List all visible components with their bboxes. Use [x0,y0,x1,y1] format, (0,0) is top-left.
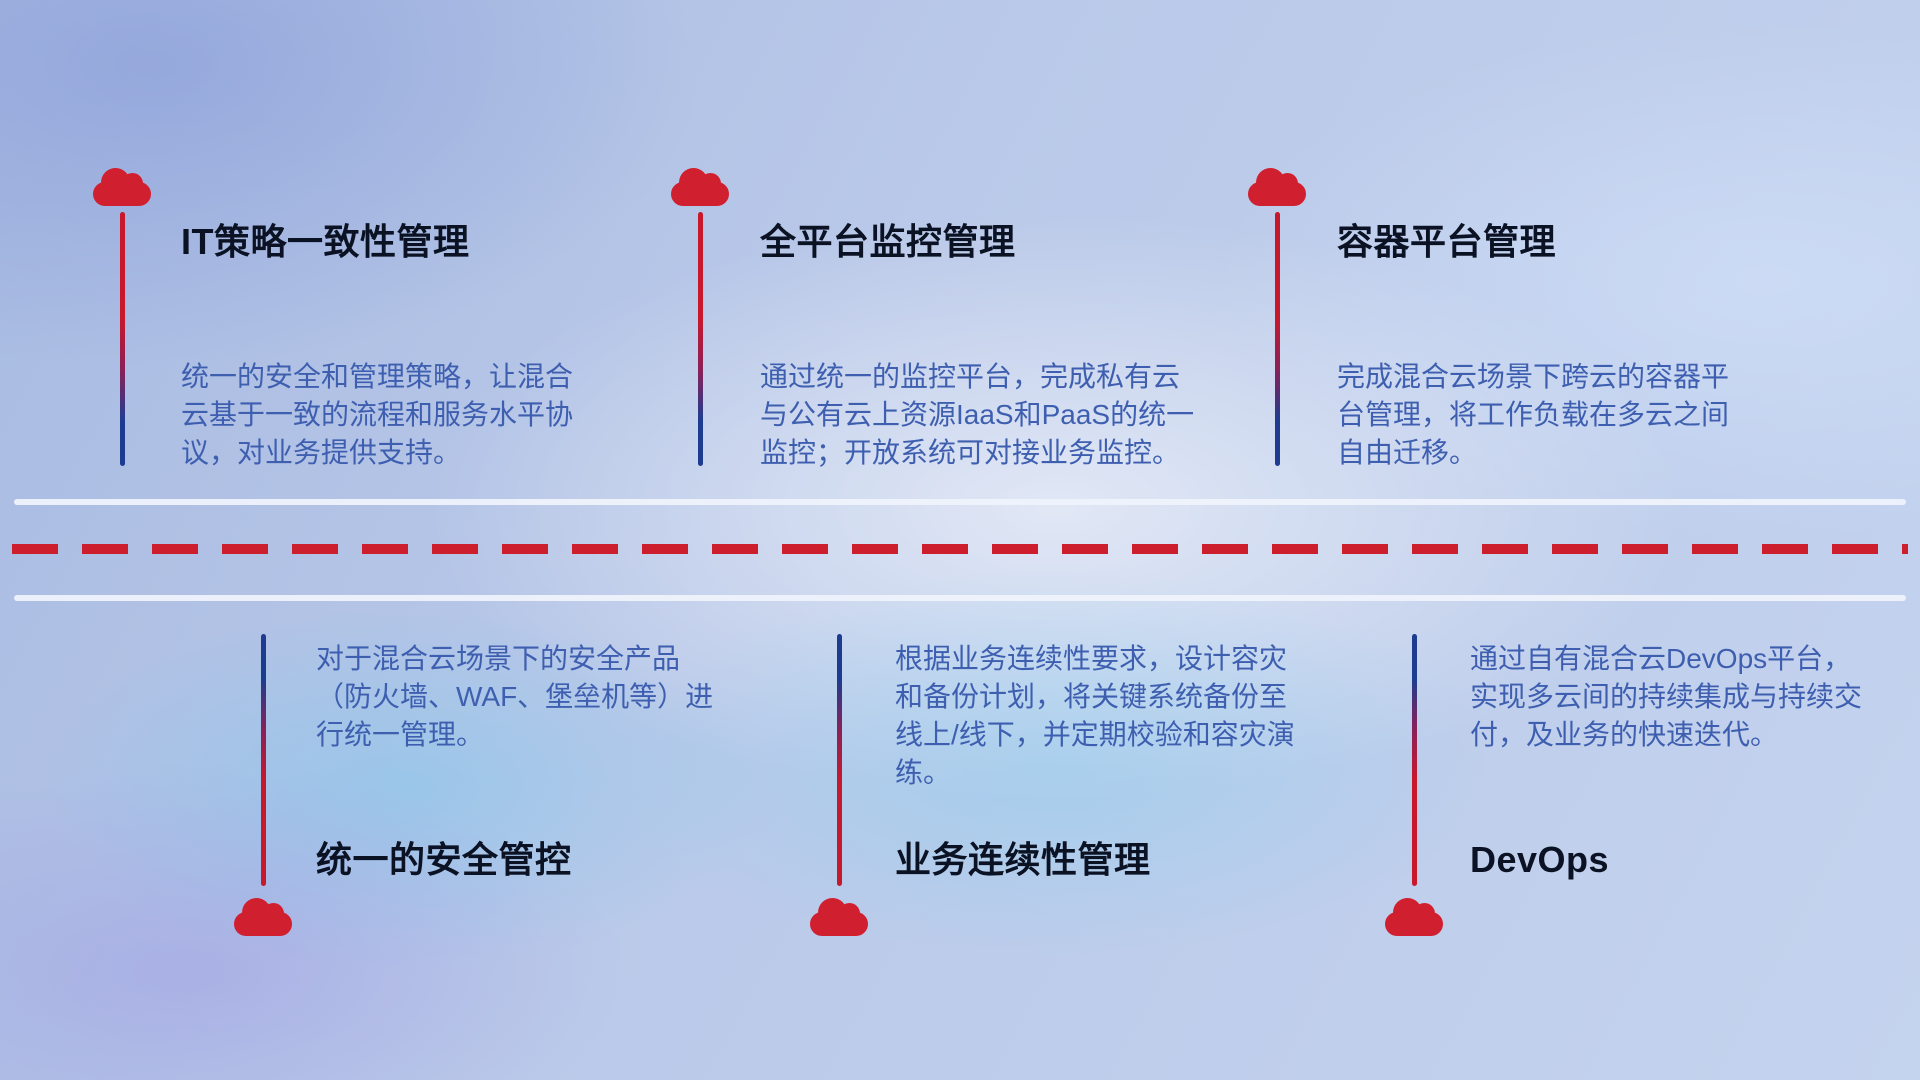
connector-line [261,634,266,886]
item-description: 通过自有混合云DevOps平台，实现多云间的持续集成与持续交付，及业务的快速迭代… [1470,643,1863,750]
cloud-icon-base [1385,912,1443,936]
cloud-icon-base [810,912,868,936]
item-description: 对于混合云场景下的安全产品（防火墙、WAF、堡垒机等）进行统一管理。 [316,643,714,750]
item-title: 全平台监控管理 [760,221,1016,262]
cloud-icon [1385,898,1443,936]
cloud-icon [1248,168,1306,206]
cloud-icon [810,898,868,936]
item-title: DevOps [1470,839,1610,880]
cloud-icon-base [234,912,292,936]
item-description: 根据业务连续性要求，设计容灾和备份计划，将关键系统备份至线上/线下，并定期校验和… [895,643,1295,788]
connector-line [120,212,125,466]
item-title: 统一的安全管控 [316,839,572,880]
cloud-icon-base [1248,182,1306,206]
cloud-icon [671,168,729,206]
connector-line [1412,634,1417,886]
cloud-icon-base [671,182,729,206]
item-description: 通过统一的监控平台，完成私有云与公有云上资源IaaS和PaaS的统一监控；开放系… [760,361,1195,468]
connector-line [1275,212,1280,466]
cloud-icon [93,168,151,206]
divider-dashed-line [12,544,1908,554]
divider-line-upper [14,499,1906,505]
cloud-icon [234,898,292,936]
connector-line [698,212,703,466]
connector-line [837,634,842,886]
divider-line-lower [14,595,1906,601]
item-title: 业务连续性管理 [895,839,1151,880]
cloud-icon-base [93,182,151,206]
item-description: 完成混合云场景下跨云的容器平台管理，将工作负载在多云之间自由迁移。 [1337,361,1730,468]
item-description: 统一的安全和管理策略，让混合云基于一致的流程和服务水平协议，对业务提供支持。 [181,361,574,468]
item-title: IT策略一致性管理 [181,221,470,262]
item-title: 容器平台管理 [1337,221,1557,262]
